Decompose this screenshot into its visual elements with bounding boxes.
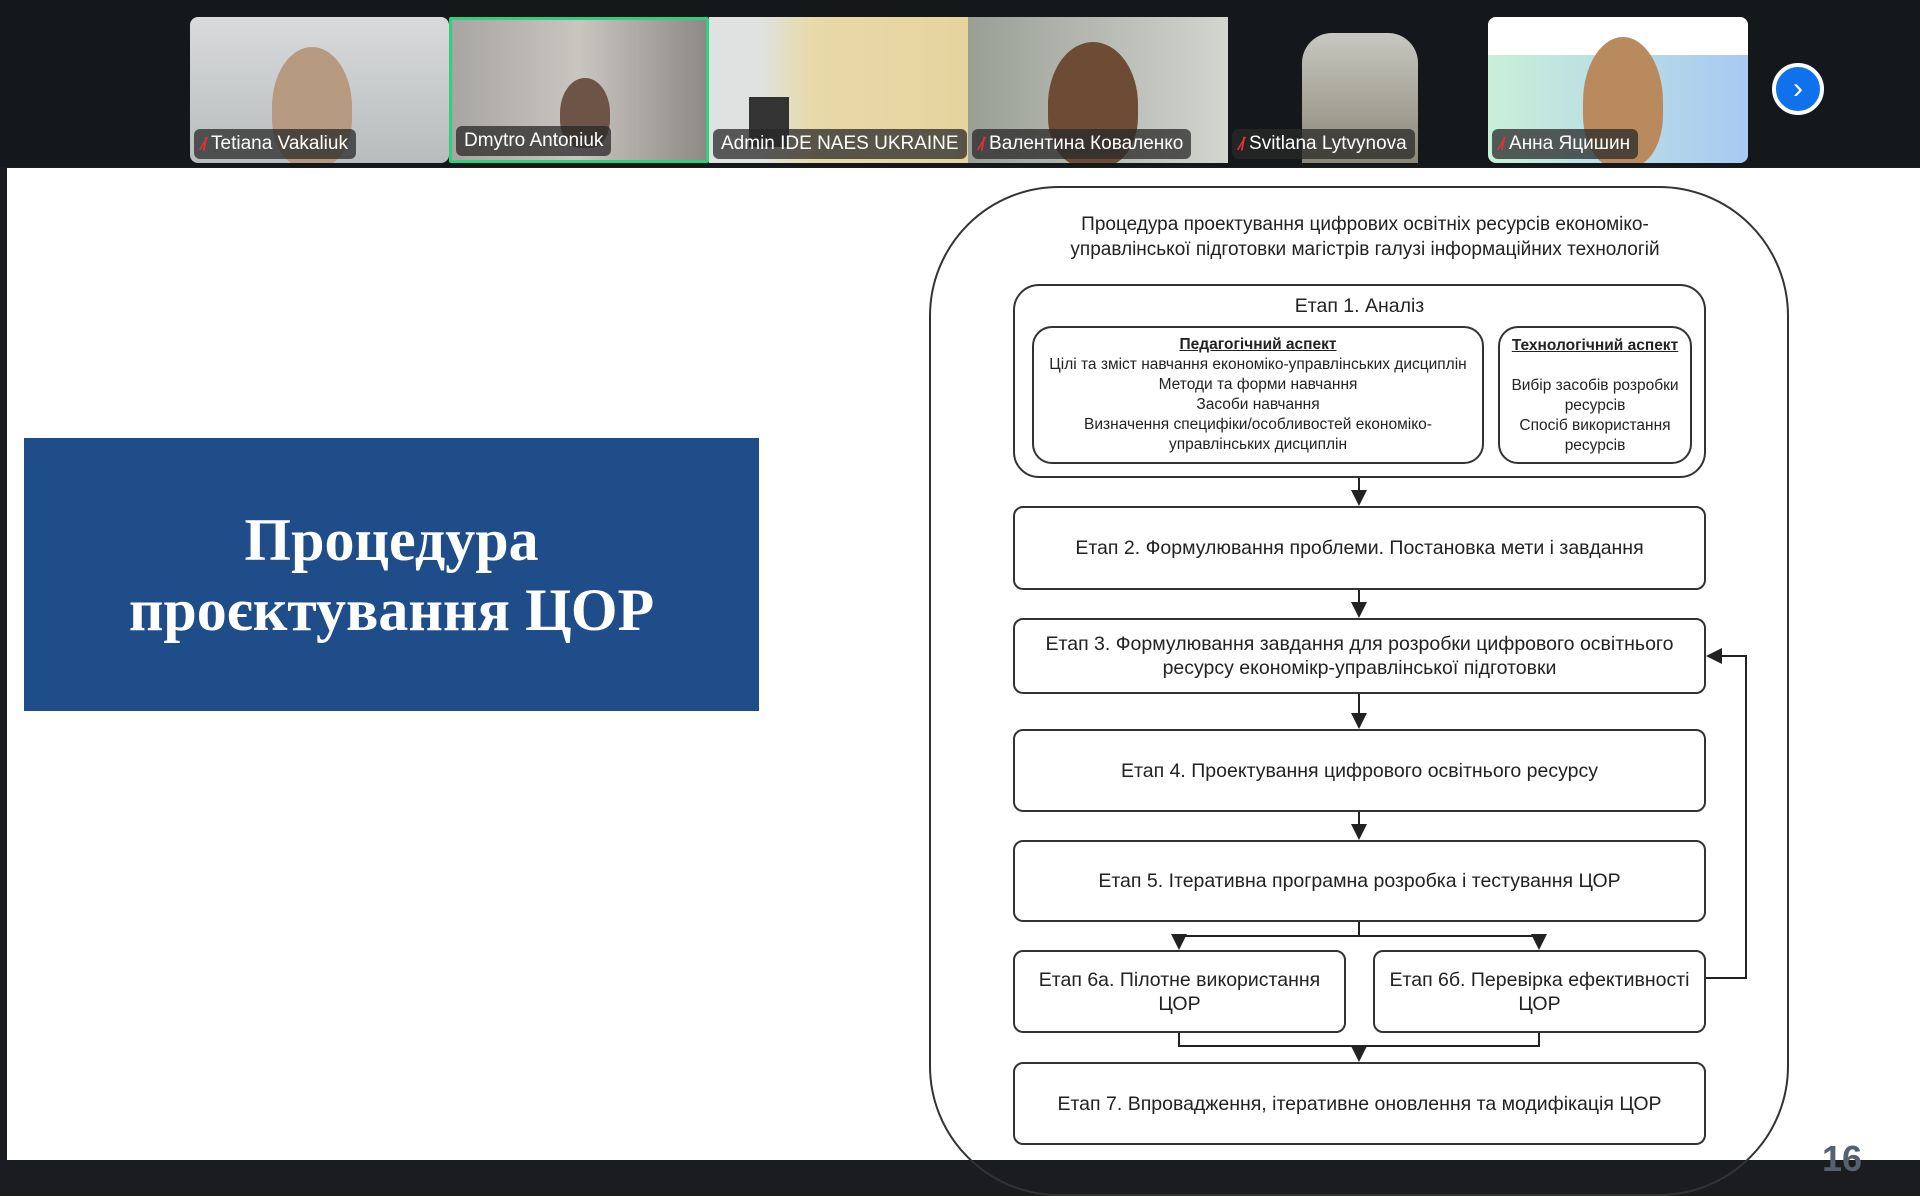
mic-muted-icon: ⁄̸ [1500,133,1504,154]
aspect-line: ресурсів [1564,397,1626,414]
video-tile[interactable]: ⁄̸Tetiana Vakaliuk [190,17,449,163]
video-tile[interactable]: ⁄̸Анна Яцишин [1488,17,1748,163]
participant-label: Admin IDE NAES UKRAINE [713,129,967,159]
aspect-line: Визначення специфіки/особливостей економ… [1084,416,1432,433]
pedagogical-aspect-box: Педагогічний аспект Цілі та зміст навчан… [1032,326,1484,464]
video-tile[interactable]: Admin IDE NAES UKRAINE [709,17,968,163]
pedagogical-heading: Педагогічний аспект [1179,336,1337,353]
participant-name: Tetiana Vakaliuk [211,133,348,154]
aspect-line: Цілі та зміст навчання економіко-управлі… [1049,356,1467,373]
aspect-line: Засоби навчання [1196,396,1320,413]
video-tile[interactable]: ⁄̸Svitlana Lytvynova [1228,17,1488,163]
next-page-button[interactable]: › [1772,63,1824,115]
stage-text: ЦОР [1518,992,1561,1015]
participant-label: ⁄̸Svitlana Lytvynova [1232,129,1415,159]
video-tile[interactable]: ⁄̸Валентина Коваленко [968,17,1228,163]
slide-title-box: Процедура проєктування ЦОР [24,438,759,711]
arrow [1359,934,1547,950]
aspect-line: ресурсів [1564,437,1626,454]
stage-3-box: Етап 3. Формулювання завдання для розроб… [1013,618,1706,694]
stage-text: Етап 7. Впровадження, ітеративне оновлен… [1057,1092,1662,1115]
participant-name: Admin IDE NAES UKRAINE [721,133,959,154]
stage-text: Етап 6б. Перевірка ефективності [1389,968,1690,991]
video-strip: ⁄̸Tetiana Vakaliuk Dmytro Antoniuk Admin… [0,0,1920,167]
feedback-arrow [1706,648,1747,979]
diagram-connectors [1171,478,1747,1062]
stage-text: Етап 6а. Пілотне використання [1038,968,1321,991]
stage-text: Етап 5. Ітеративна програмна розробка і … [1098,870,1621,892]
diagram-title-line: управлінської підготовки магістрів галуз… [1070,239,1660,260]
mic-muted-icon: ⁄̸ [980,133,984,154]
participant-name: Валентина Коваленко [989,133,1184,154]
participant-name: Dmytro Antoniuk [464,130,604,151]
slide-title-line: проєктування ЦОР [128,576,655,643]
slide-title-line: Процедура [244,506,539,573]
participant-name: Анна Яцишин [1509,133,1631,154]
aspect-line: Спосіб використання [1519,417,1671,434]
participant-name: Svitlana Lytvynova [1249,133,1407,154]
stage-text: ЦОР [1158,992,1201,1015]
video-tile-active[interactable]: Dmytro Antoniuk [449,17,709,163]
diagram-title: Процедура проектування цифрових освітніх… [980,212,1750,262]
participant-label: ⁄̸Анна Яцишин [1492,129,1639,159]
participant-label: ⁄̸Tetiana Vakaliuk [194,129,356,159]
chevron-right-icon: › [1793,72,1803,105]
stage-7-box: Етап 7. Впровадження, ітеративне оновлен… [1013,1062,1706,1145]
stage-4-box: Етап 4. Проектування цифрового освітньог… [1013,729,1706,812]
participant-label: Dmytro Antoniuk [456,126,612,156]
arrow [1171,922,1360,950]
aspect-line: Методи та форми навчання [1158,376,1358,393]
diagram-title-line: Процедура проектування цифрових освітніх… [1081,214,1649,235]
stage-5-box: Етап 5. Ітеративна програмна розробка і … [1013,840,1706,922]
connector [1178,1033,1540,1047]
technological-heading: Технологічний аспект [1511,337,1679,354]
aspect-line: Вибір засобів розробки [1511,377,1679,394]
stage-text: Етап 3. Формулювання завдання для розроб… [1045,633,1674,655]
slide-page-number: 16 [1822,1138,1863,1179]
stage-1-title: Етап 1. Аналіз [1294,295,1425,317]
participant-label: ⁄̸Валентина Коваленко [972,129,1192,159]
mic-muted-icon: ⁄̸ [1240,133,1244,154]
mic-muted-icon: ⁄̸ [202,133,206,154]
stage-2-box: Етап 2. Формулювання проблеми. Постановк… [1013,506,1706,590]
aspect-line: управлінських дисциплін [1168,436,1348,453]
technological-aspect-box: Технологічний аспект Вибір засобів розро… [1498,326,1692,464]
stage-text: Етап 4. Проектування цифрового освітньог… [1121,759,1598,782]
stage-text: Етап 2. Формулювання проблеми. Постановк… [1075,537,1644,559]
stage-text: ресурсу економікр-управлінської підготов… [1162,657,1557,679]
